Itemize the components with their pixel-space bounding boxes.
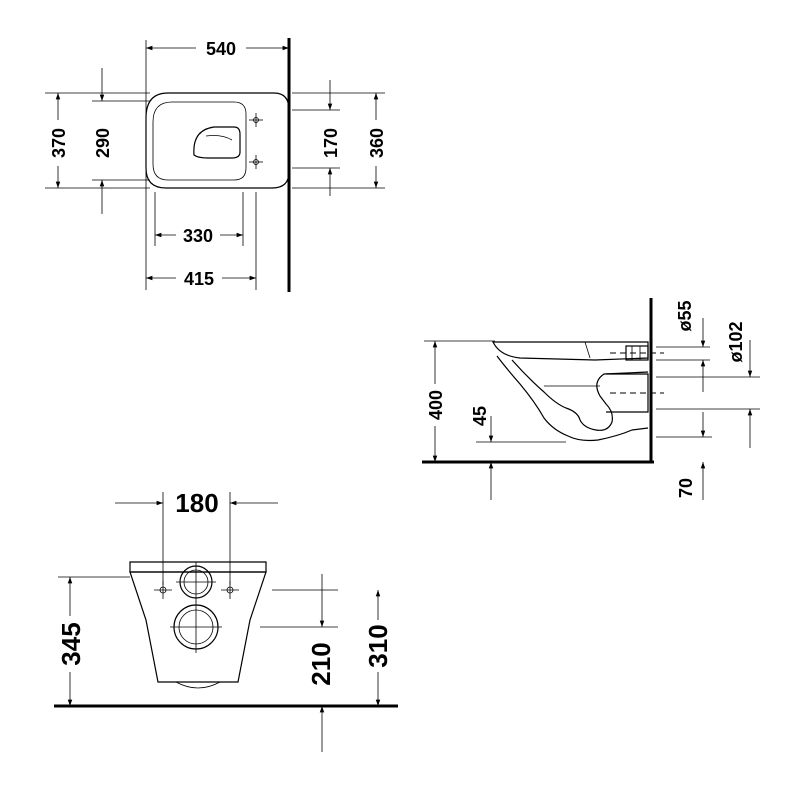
- dimension-345: 345: [56, 577, 86, 706]
- dimension-210: 210: [306, 574, 336, 752]
- top-view-outlet-inner: [205, 135, 233, 141]
- dimension-360: 360: [367, 93, 387, 188]
- top-view-fixing-hole-lower: [249, 155, 263, 169]
- dimension-415: 415: [146, 269, 256, 289]
- dimension-label-415: 415: [184, 269, 214, 289]
- dimension-370: 370: [49, 93, 69, 188]
- dimension-label-540: 540: [206, 39, 236, 59]
- front-view-body: [129, 571, 267, 683]
- dimension-label-210: 210: [306, 642, 336, 685]
- dimension-label-310: 310: [363, 624, 393, 667]
- top-view-fixing-hole-upper: [249, 113, 263, 127]
- dimension-label-330: 330: [183, 226, 213, 246]
- top-view: 540 370 290 170 360 330: [45, 38, 387, 292]
- side-view-seat: [492, 341, 649, 361]
- front-view-inlet-circle: [176, 562, 216, 602]
- dimension-label-dia-55: ø55: [675, 300, 695, 331]
- dimension-label-400: 400: [426, 390, 446, 420]
- dimension-70: 70: [676, 412, 706, 500]
- dimension-180: 180: [115, 488, 278, 518]
- front-view-outlet-circle: [170, 601, 222, 653]
- dimension-540: 540: [146, 39, 289, 59]
- dimension-45: 45: [470, 406, 494, 500]
- dimension-290: 290: [93, 68, 113, 214]
- dimension-label-345: 345: [56, 622, 86, 665]
- side-view: 400 45 ø55 ø102 70: [422, 298, 760, 500]
- top-view-bowl-outline: [145, 92, 290, 189]
- dimension-label-360: 360: [367, 128, 387, 158]
- dimension-label-70: 70: [676, 478, 696, 498]
- side-view-body-outer: [496, 355, 649, 442]
- side-view-bowl-inner: [511, 359, 649, 431]
- dimension-dia-55: ø55: [675, 300, 706, 392]
- dimension-400: 400: [426, 341, 446, 462]
- dimension-label-45: 45: [470, 406, 490, 426]
- side-view-outlet: [606, 373, 649, 413]
- dimension-dia-102: ø102: [726, 321, 753, 448]
- dimension-label-290: 290: [93, 128, 113, 158]
- front-view: 180 345 210 310: [54, 488, 398, 752]
- front-view-base: [175, 681, 221, 689]
- dimension-330: 330: [155, 226, 243, 246]
- dimension-label-370: 370: [49, 128, 69, 158]
- dimension-label-180: 180: [175, 488, 218, 518]
- top-view-outlet: [193, 126, 241, 159]
- dimension-170: 170: [321, 80, 341, 196]
- dimension-label-170: 170: [321, 128, 341, 158]
- top-view-bowl-inner: [152, 101, 247, 181]
- dimension-310: 310: [363, 590, 393, 706]
- dimension-label-dia-102: ø102: [726, 321, 746, 362]
